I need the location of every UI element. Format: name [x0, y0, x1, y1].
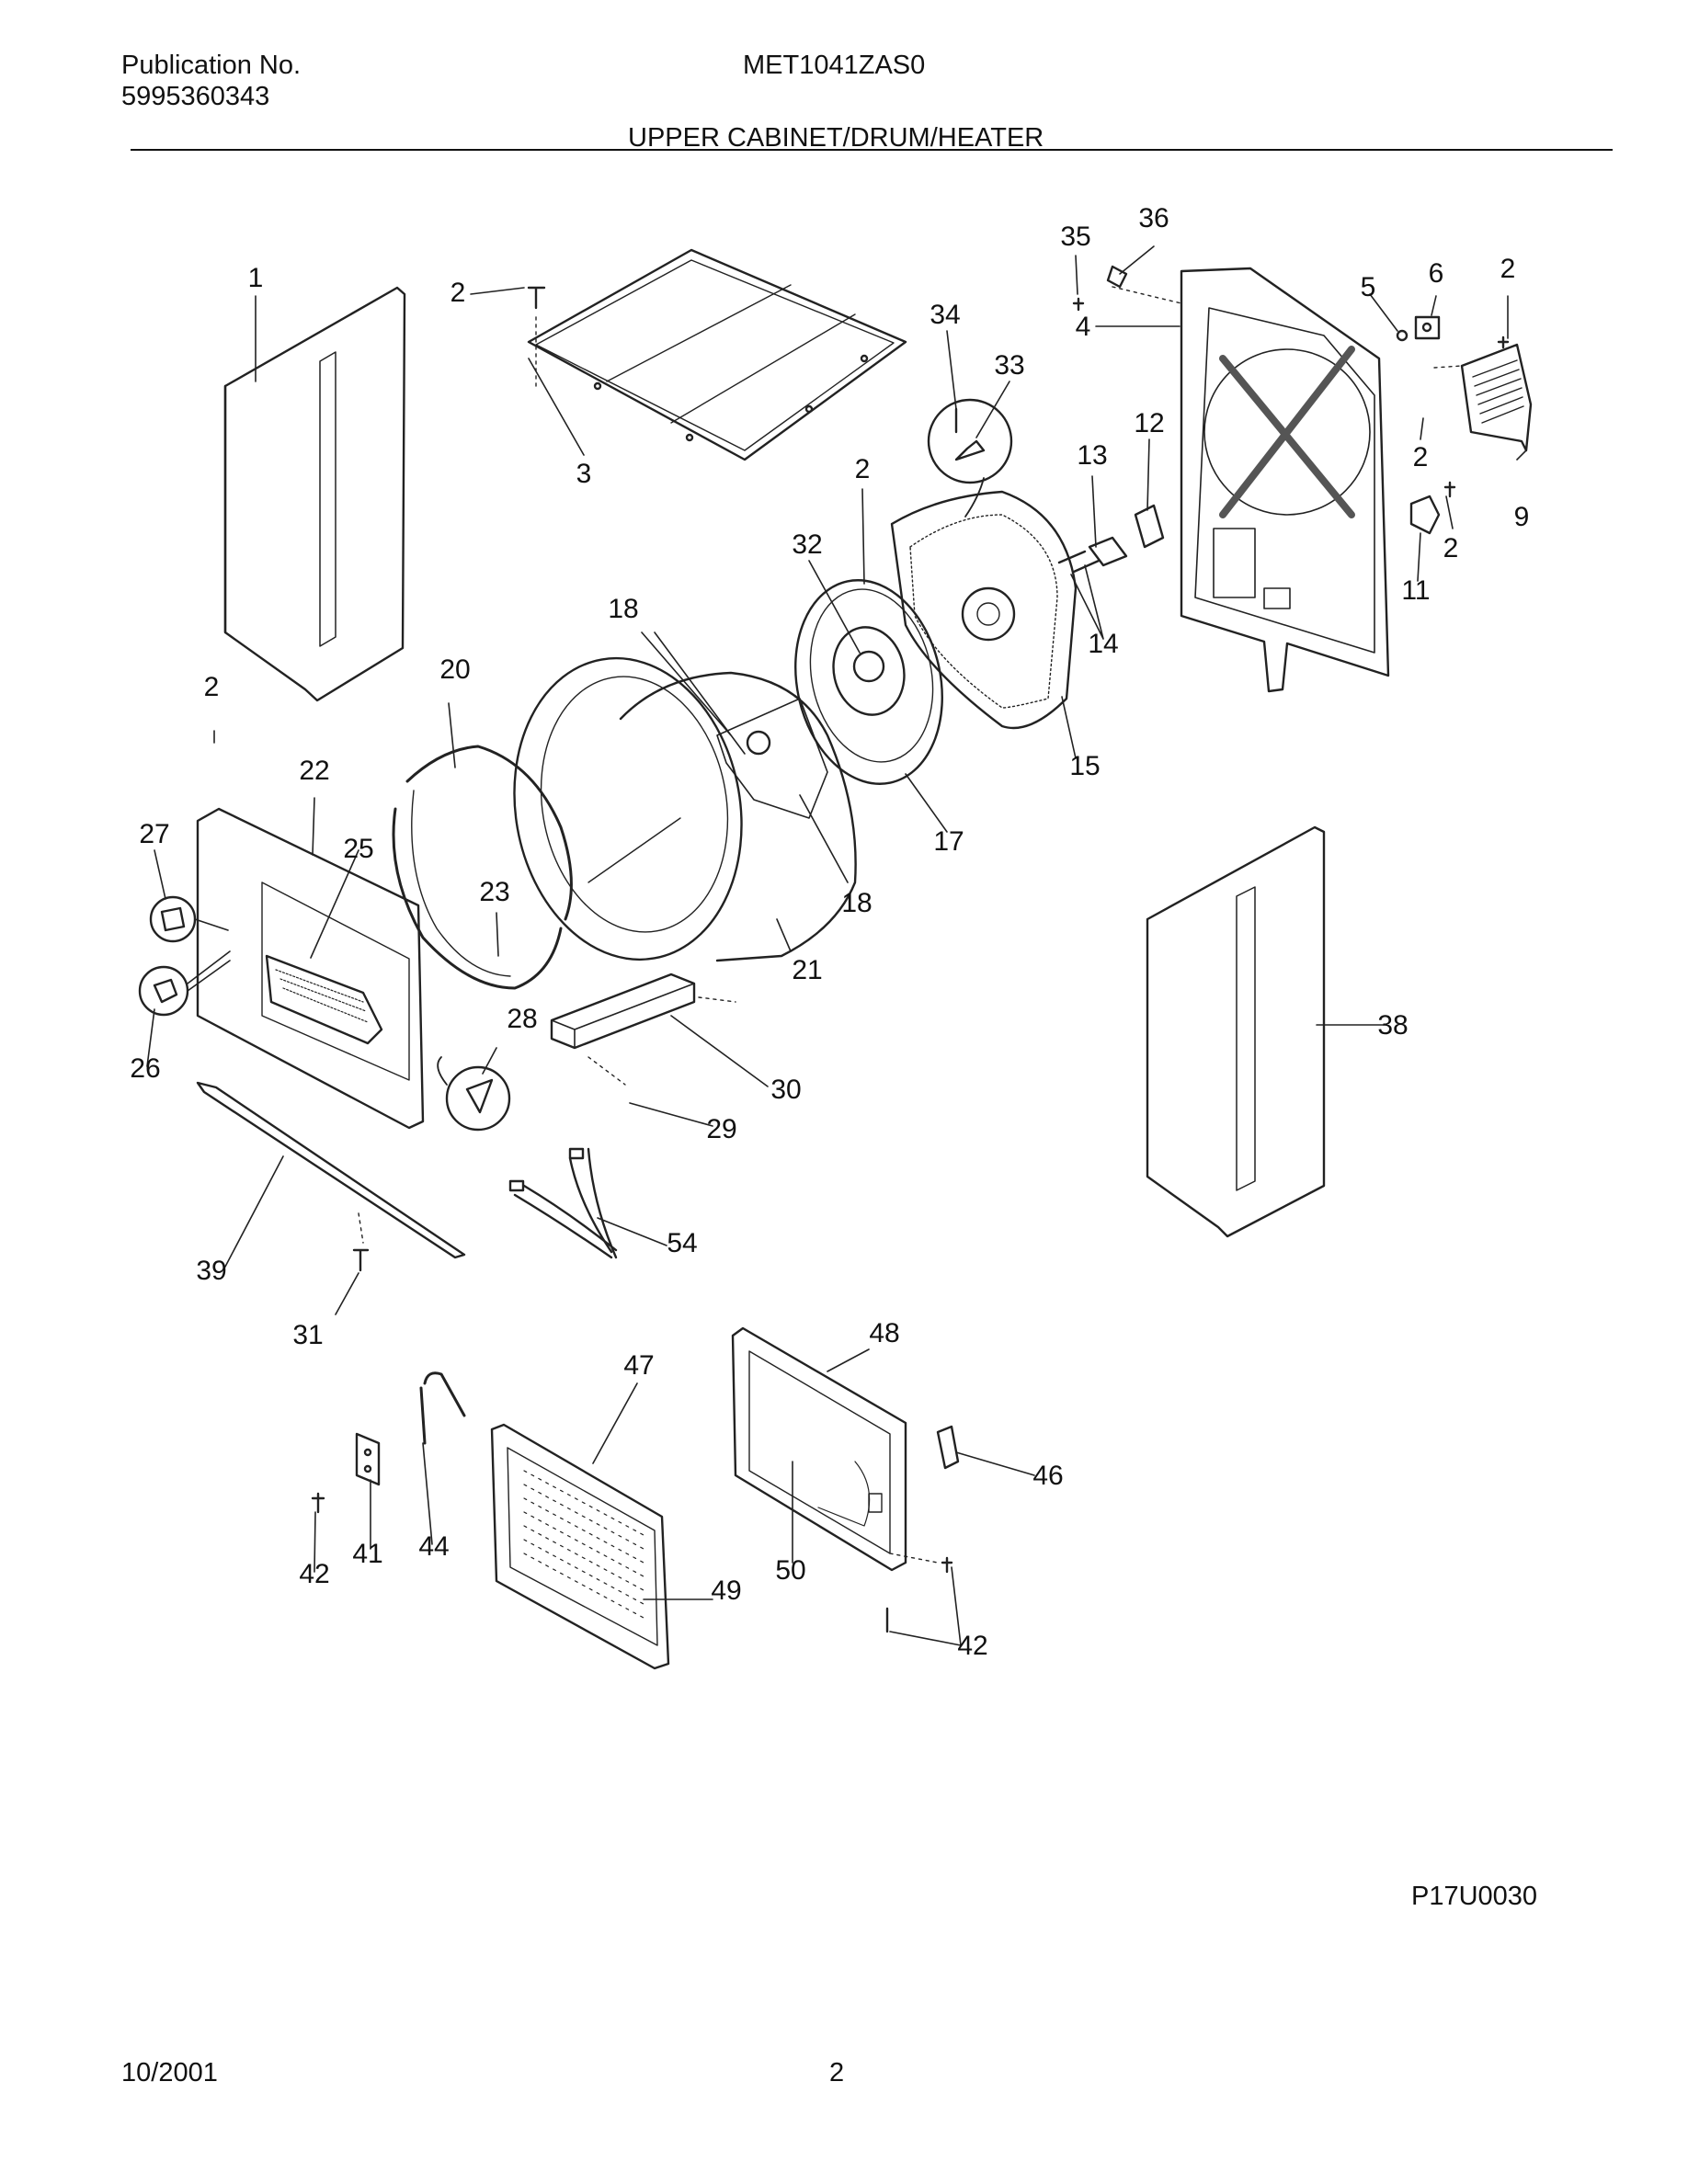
door-handle-part	[936, 1425, 960, 1470]
left-side-panel-part	[223, 286, 406, 702]
callout-label: 18	[608, 594, 638, 624]
callout-label: 11	[1401, 575, 1430, 606]
callout-label: 54	[667, 1228, 697, 1258]
callout-label: 34	[930, 300, 960, 330]
leader-lines	[146, 245, 1527, 1646]
callout-label: 9	[1514, 502, 1530, 532]
small-bracket-part	[1409, 481, 1456, 535]
publication-number: 5995360343	[121, 82, 270, 111]
callout-label: 13	[1077, 440, 1107, 471]
callout-label: 35	[1060, 222, 1090, 252]
publication-label: Publication No.	[121, 51, 302, 80]
clip-part	[1072, 265, 1182, 312]
inner-door-part	[490, 1423, 670, 1670]
model-number: MET1041ZAS0	[743, 51, 926, 80]
callout-label: 44	[418, 1531, 449, 1562]
callout-label: 21	[792, 955, 822, 985]
callout-label: 12	[1134, 408, 1164, 438]
callout-label: 26	[130, 1053, 160, 1084]
callout-label: 36	[1138, 203, 1169, 233]
callout-label: 32	[792, 529, 822, 560]
callout-label: 48	[869, 1318, 899, 1348]
toe-plate-part	[196, 1081, 466, 1272]
callout-label: 20	[439, 654, 470, 685]
callout-label: 29	[706, 1114, 736, 1144]
top-panel-part	[527, 248, 907, 461]
footer-date: 10/2001	[121, 2058, 218, 2087]
hinge-part	[311, 1371, 466, 1514]
callout-label: 2	[1443, 533, 1459, 563]
callout-label: 42	[299, 1559, 329, 1589]
callout-label: 2	[451, 278, 466, 308]
callout-label: 4	[1076, 312, 1091, 342]
callout-label: 14	[1088, 629, 1118, 659]
callout-label: 38	[1377, 1010, 1408, 1041]
callout-label: 1	[248, 263, 264, 293]
front-panel-part	[196, 807, 425, 1130]
callout-label: 27	[139, 819, 169, 849]
outer-door-part	[731, 1326, 953, 1633]
callout-label: 15	[1069, 751, 1100, 781]
callout-label: 33	[994, 350, 1024, 381]
callout-label: 39	[196, 1256, 226, 1286]
callout-label: 41	[352, 1539, 382, 1569]
section-title: UPPER CABINET/DRUM/HEATER	[628, 123, 1044, 153]
callout-label: 2	[1413, 442, 1429, 472]
drum-bearing-part	[794, 579, 943, 785]
drawing-code: P17U0030	[1411, 1882, 1538, 1911]
callout-label: 6	[1429, 258, 1444, 289]
callout-label: 31	[292, 1320, 323, 1350]
callout-label: 3	[576, 459, 592, 489]
rear-bulkhead-part	[890, 490, 1078, 730]
callout-label: 50	[775, 1555, 805, 1586]
screw-part	[527, 286, 546, 387]
callout-label: 25	[343, 834, 373, 864]
callout-label: 18	[841, 888, 872, 918]
bracket-part	[1396, 315, 1441, 342]
callout-label: 2	[1500, 254, 1516, 284]
callout-label: 47	[623, 1350, 654, 1381]
callout-label: 23	[479, 877, 509, 907]
wiring-harness-part	[508, 1147, 618, 1259]
drum-part	[513, 656, 857, 962]
callout-label: 5	[1361, 272, 1376, 302]
callout-label: 2	[855, 454, 871, 484]
heater-part	[550, 973, 736, 1086]
rear-panel-part	[1180, 267, 1390, 693]
switch-part	[1057, 504, 1165, 574]
drum-seal-part	[392, 745, 573, 990]
callout-label: 46	[1032, 1461, 1063, 1491]
callout-label: 28	[507, 1004, 537, 1034]
sensor-part	[437, 1056, 511, 1132]
right-side-panel-part	[1146, 825, 1326, 1238]
callout-label: 22	[299, 756, 329, 786]
door-switch-part	[138, 895, 231, 1017]
callout-label: 2	[204, 672, 220, 702]
header-rule	[131, 149, 1613, 151]
thermostat-part	[927, 398, 1013, 518]
callout-label: 30	[770, 1075, 801, 1105]
callout-label: 49	[711, 1575, 741, 1606]
callout-label: 17	[933, 826, 964, 857]
page-number: 2	[829, 2058, 845, 2087]
callout-label: 42	[957, 1631, 987, 1661]
vent-grille-part	[1433, 336, 1533, 452]
